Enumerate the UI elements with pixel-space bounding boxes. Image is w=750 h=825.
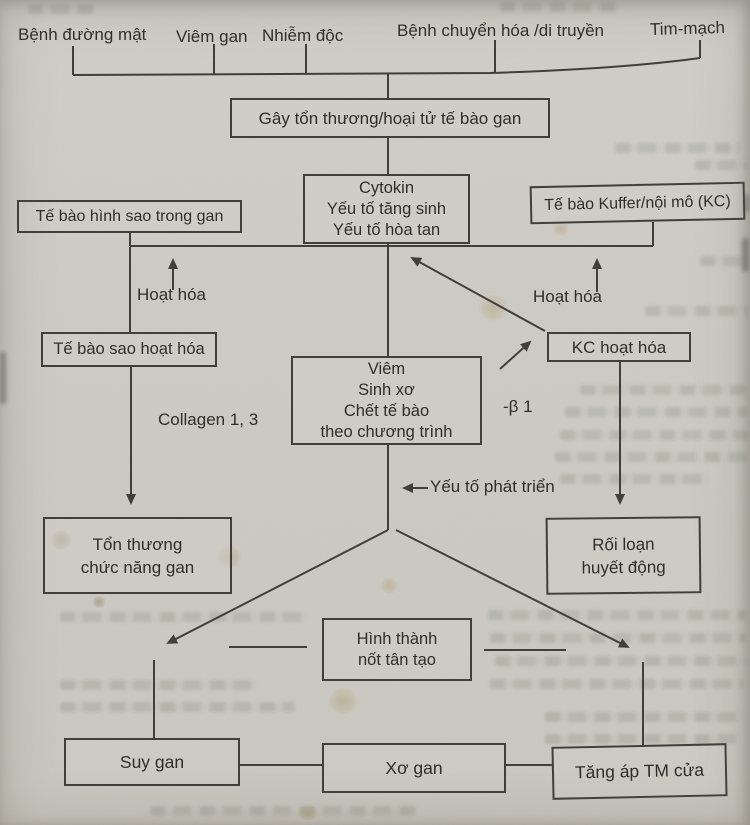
node-cytokines-line3: Yếu tố hòa tan [332,220,441,239]
node-activated-kc-text: KC hoạt hóa [571,337,667,357]
cause-label-biliary-disease: Bệnh đường mật [18,25,147,44]
edge-label-tgf-beta1: -β 1 [503,397,533,416]
bracket-bar [72,57,701,76]
node-kupffer-endothelial-cells: Tế bào Kuffer/nội mô (KC) [529,181,746,225]
node-liver-function-damage-line2: chức năng gan [80,557,195,577]
node-cytokines-line1: Cytokin [358,178,415,197]
node-cytokines: Cytokin Yếu tố tăng sinh Yếu tố hòa tan [303,174,470,244]
node-cirrhosis-text: Xơ gan [385,757,443,778]
node-stellate-cells: Tế bào hình sao trong gan [17,200,242,233]
edge-label-collagen: Collagen 1, 3 [158,410,259,429]
edge-label-activation-right: Hoạt hóa [533,287,602,306]
cause-label-toxicity: Nhiễm độc [262,26,344,45]
node-inflammation-fibrosis-apoptosis: Viêm Sinh xơ Chết tế bào theo chương trì… [291,356,482,445]
node-regenerative-nodule-formation: Hình thành nốt tân tạo [322,618,472,681]
node-inflammation-line3: Chết tế bào [343,401,430,420]
node-activated-kc: KC hoạt hóa [547,332,691,362]
node-stellate-cells-text: Tế bào hình sao trong gan [35,208,224,225]
node-portal-hypertension-text: Tăng áp TM cửa [574,759,705,783]
edge-label-activation-left: Hoạt hóa [137,285,206,304]
node-hemodynamic-disorder-line2: huyết động [581,557,666,577]
node-inflammation-line4: theo chương trình [320,422,453,441]
node-kupffer-endothelial-cells-text: Tế bào Kuffer/nội mô (KC) [544,192,731,214]
cause-label-cardiovascular: Tim-mạch [649,18,726,39]
node-liver-function-damage: Tổn thương chức năng gan [43,517,232,594]
node-cytokines-line2: Yếu tố tăng sinh [326,199,447,218]
cause-label-metabolic-genetic: Bệnh chuyển hóa /di truyền [397,21,604,40]
node-regenerative-nodule-line1: Hình thành [356,629,438,648]
node-hemodynamic-disorder: Rối loạn huyết động [545,516,702,595]
node-inflammation-line1: Viêm [367,359,406,378]
node-portal-hypertension: Tăng áp TM cửa [551,743,728,800]
cause-label-hepatitis: Viêm gan [176,27,248,46]
edge-label-growth-factor: Yếu tố phát triển [430,477,555,496]
node-liver-failure-text: Suy gan [119,751,185,772]
node-activated-stellate-cells: Tế bào sao hoạt hóa [41,332,217,367]
node-inflammation-line2: Sinh xơ [358,380,415,399]
node-hemodynamic-disorder-line1: Rối loạn [592,534,655,554]
node-cirrhosis: Xơ gan [322,743,506,793]
arrow-to-activated-kc [499,340,532,370]
node-activated-stellate-cells-text: Tế bào sao hoạt hóa [53,340,205,358]
node-liver-function-damage-line1: Tổn thương [92,534,183,554]
node-regenerative-nodule-line2: nốt tân tạo [358,650,436,669]
arrow-kc-to-cytokin [410,257,546,332]
node-liver-failure: Suy gan [64,738,240,786]
node-hepatocyte-injury-text: Gây tổn thương/hoại tử tế bào gan [258,108,522,128]
node-hepatocyte-injury: Gây tổn thương/hoại tử tế bào gan [230,98,550,138]
